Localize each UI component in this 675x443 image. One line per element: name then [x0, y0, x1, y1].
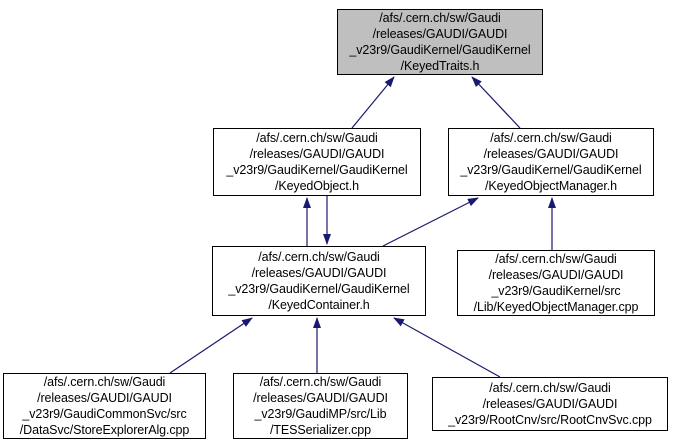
edge-storeexploreralg-cpp-to-keyedcontainer-h: [169, 317, 253, 374]
edge-rootcnvsvc-cpp-to-keyedcontainer-h: [393, 317, 501, 378]
edge-keyedobject-h-to-keyedtraits-h: [351, 76, 395, 129]
node-storeexploreralg-cpp[interactable]: /afs/.cern.ch/sw/Gaudi /releases/GAUDI/G…: [3, 373, 206, 439]
edge-keyedcontainer-h-to-keyedobjectmanager-h: [382, 197, 479, 247]
node-keyedobject-h[interactable]: /afs/.cern.ch/sw/Gaudi /releases/GAUDI/G…: [213, 128, 421, 196]
node-keyedcontainer-h[interactable]: /afs/.cern.ch/sw/Gaudi /releases/GAUDI/G…: [212, 246, 426, 316]
node-keyedtraits-h: /afs/.cern.ch/sw/Gaudi /releases/GAUDI/G…: [337, 9, 543, 75]
node-rootcnvsvc-cpp[interactable]: /afs/.cern.ch/sw/Gaudi /releases/GAUDI/G…: [432, 377, 668, 431]
node-keyedobjectmanager-cpp[interactable]: /afs/.cern.ch/sw/Gaudi /releases/GAUDI/G…: [457, 250, 655, 316]
node-tesserializer-cpp[interactable]: /afs/.cern.ch/sw/Gaudi /releases/GAUDI/G…: [233, 373, 408, 439]
edge-keyedobjectmanager-h-to-keyedtraits-h: [471, 76, 521, 129]
node-keyedobjectmanager-h[interactable]: /afs/.cern.ch/sw/Gaudi /releases/GAUDI/G…: [448, 128, 654, 196]
